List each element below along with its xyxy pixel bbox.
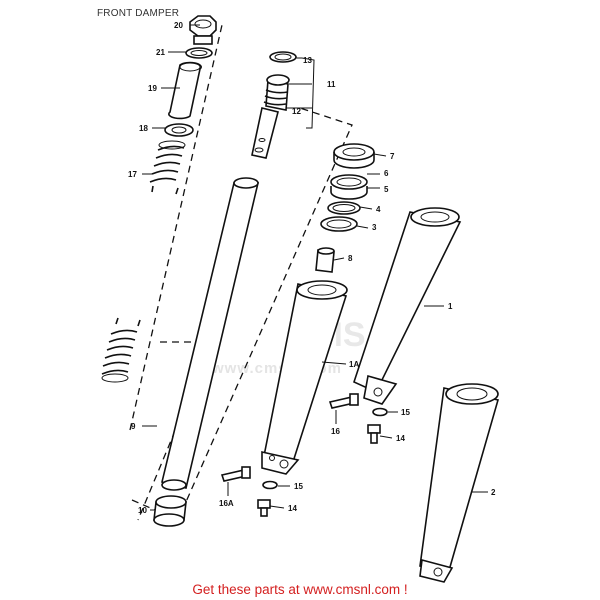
- callout-1a: 1A: [349, 360, 359, 369]
- cap-bolt: [189, 15, 217, 45]
- callout-4: 4: [376, 205, 381, 214]
- outer-tube-right: [353, 207, 462, 405]
- drain-bolt-16: [328, 393, 359, 409]
- outer-tube-left: [261, 280, 348, 475]
- inner-tube: [161, 177, 260, 491]
- callout-15b: 15: [294, 482, 303, 491]
- callout-12: 12: [292, 107, 301, 116]
- callout-1: 1: [448, 302, 453, 311]
- callout-9: 9: [131, 422, 136, 431]
- callout-19: 19: [148, 84, 157, 93]
- callout-14b: 14: [288, 504, 297, 513]
- seal-stack: [320, 143, 375, 232]
- washer: [164, 123, 194, 137]
- callout-17: 17: [128, 170, 137, 179]
- callout-14: 14: [396, 434, 405, 443]
- callout-11: 11: [327, 80, 336, 89]
- fork-spring-upper: [149, 140, 186, 195]
- footer-link-text[interactable]: Get these parts at www.cmsnl.com !: [192, 582, 408, 597]
- callout-21: 21: [156, 48, 165, 57]
- collar: [315, 247, 335, 273]
- allen-bolt-14: [367, 424, 381, 444]
- callout-16: 16: [331, 427, 340, 436]
- callout-20: 20: [174, 21, 183, 30]
- damper-rod: [251, 74, 290, 159]
- alignment-lines: [129, 24, 353, 521]
- callout-16a: 16A: [219, 499, 234, 508]
- callout-13: 13: [303, 56, 312, 65]
- leader-lines: [142, 24, 488, 511]
- allen-bolt-14b: [257, 499, 271, 517]
- drain-bolt-16a: [220, 466, 251, 482]
- diagram-title: FRONT DAMPER: [97, 8, 180, 19]
- callout-15: 15: [401, 408, 410, 417]
- gasket-15: [372, 407, 388, 417]
- callout-6: 6: [384, 169, 389, 178]
- callout-labels: 20 21 19 18 17 13 11 12 7 6 5 4 3 8 1 1A…: [128, 21, 496, 515]
- outer-tube-lower: [419, 383, 500, 583]
- gasket-15b: [262, 480, 278, 490]
- o-ring: [185, 47, 213, 59]
- callout-18: 18: [139, 124, 148, 133]
- bushing: [153, 495, 187, 527]
- fork-spring-lower: [101, 317, 141, 383]
- callout-7: 7: [390, 152, 395, 161]
- callout-3: 3: [372, 223, 377, 232]
- callout-2: 2: [491, 488, 496, 497]
- spacer: [168, 61, 202, 120]
- callout-8: 8: [348, 254, 353, 263]
- callout-5: 5: [384, 185, 389, 194]
- callout-10: 10: [138, 506, 147, 515]
